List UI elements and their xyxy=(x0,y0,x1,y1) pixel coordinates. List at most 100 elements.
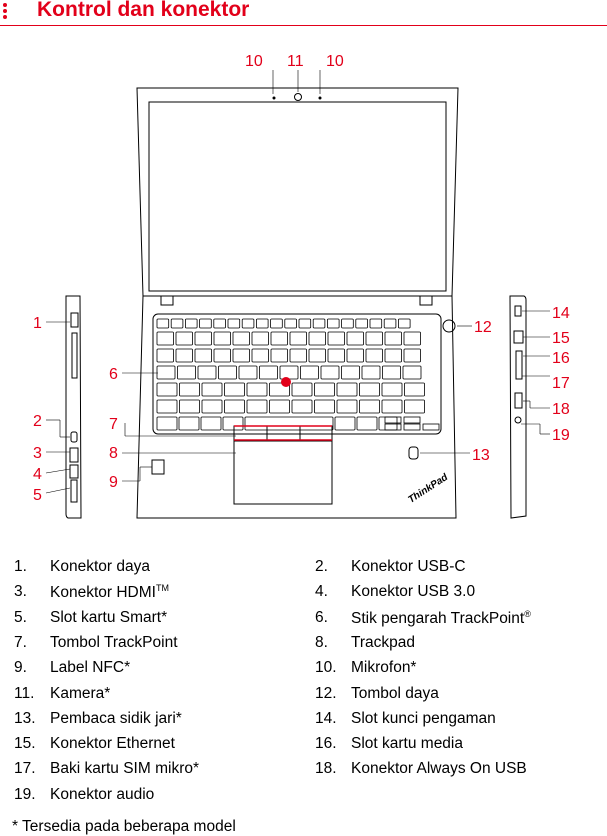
always-on-usb-port xyxy=(515,393,522,408)
legend-label: Trackpad xyxy=(351,634,415,652)
legend-number: 15. xyxy=(14,735,44,753)
legend-number: 5. xyxy=(14,609,44,627)
keyboard-key xyxy=(383,366,401,379)
legend-label: Konektor HDMITM xyxy=(50,583,169,602)
keyboard-key xyxy=(405,383,425,396)
arrow-key xyxy=(404,424,420,430)
keyboard-key xyxy=(347,332,364,345)
keyboard-key xyxy=(292,400,312,413)
keyboard-key xyxy=(252,349,269,362)
keyboard-key xyxy=(271,332,288,345)
legend-number: 19. xyxy=(14,786,44,804)
legend-number: 10. xyxy=(315,659,345,677)
keyboard-key xyxy=(185,319,197,328)
keyboard-key xyxy=(157,349,174,362)
legend-label: Konektor daya xyxy=(50,558,150,576)
media-card-slot xyxy=(516,351,522,379)
arrow-key xyxy=(385,417,401,423)
keyboard-key xyxy=(202,400,222,413)
trackpad xyxy=(234,441,332,504)
callout-6: 6 xyxy=(109,366,118,383)
keyboard-key xyxy=(337,400,357,413)
legend-label: Pembaca sidik jari* xyxy=(50,710,182,728)
arrow-key xyxy=(385,424,401,430)
keyboard-key xyxy=(356,319,368,328)
legend-number: 2. xyxy=(315,558,345,576)
callout-14: 14 xyxy=(552,305,570,322)
legend-number: 12. xyxy=(315,685,345,703)
keyboard-key xyxy=(195,332,212,345)
smart-card-slot xyxy=(71,480,77,502)
callout-5: 5 xyxy=(33,487,42,504)
microphone-left-icon xyxy=(273,97,275,99)
keyboard-key xyxy=(299,319,311,328)
keyboard-key xyxy=(157,417,177,430)
keyboard-key xyxy=(214,319,226,328)
callout-3: 3 xyxy=(33,445,42,462)
keyboard-key xyxy=(382,400,402,413)
legend-label: Konektor Ethernet xyxy=(50,735,175,753)
legend-number: 17. xyxy=(14,760,44,778)
camera-icon xyxy=(295,94,302,101)
legend-label: Konektor USB-C xyxy=(351,558,466,576)
hinge-right xyxy=(420,296,432,305)
keyboard-key xyxy=(357,417,377,430)
keyboard-key xyxy=(180,400,200,413)
legend-number: 7. xyxy=(14,634,44,652)
trackpoint-stick-icon xyxy=(281,377,291,387)
keyboard-key xyxy=(309,332,326,345)
keyboard-keys xyxy=(157,319,439,430)
keyboard-key xyxy=(285,319,297,328)
keyboard-key xyxy=(360,383,380,396)
keyboard-key xyxy=(157,332,174,345)
legend-label: Konektor audio xyxy=(50,786,154,804)
keyboard-key xyxy=(301,366,319,379)
callout-19: 19 xyxy=(552,427,570,444)
keyboard-key xyxy=(280,366,298,379)
legend-label: Mikrofon* xyxy=(351,659,416,677)
keyboard-key xyxy=(370,319,382,328)
legend-label: Slot kartu media xyxy=(351,735,463,753)
keyboard-key xyxy=(223,417,243,430)
keyboard-key xyxy=(309,349,326,362)
legend-number: 1. xyxy=(14,558,44,576)
keyboard-key xyxy=(366,332,383,345)
keyboard-key xyxy=(200,319,212,328)
keyboard-key xyxy=(256,319,268,328)
keyboard-key xyxy=(398,319,410,328)
keyboard-key xyxy=(315,400,335,413)
keyboard-key xyxy=(384,319,396,328)
ethernet-port xyxy=(514,331,523,343)
keyboard-key xyxy=(225,383,245,396)
right-side-profile xyxy=(510,296,526,518)
keyboard-key xyxy=(242,319,254,328)
legend-number: 16. xyxy=(315,735,345,753)
legend-number: 4. xyxy=(315,583,345,601)
audio-jack xyxy=(515,417,521,423)
legend-number: 13. xyxy=(14,710,44,728)
keyboard-key xyxy=(178,366,196,379)
section-header: Kontrol dan konektor xyxy=(0,0,607,26)
keyboard-key xyxy=(382,383,402,396)
keyboard-key xyxy=(366,349,383,362)
callout-17: 17 xyxy=(552,375,570,392)
trackpoint-buttons xyxy=(234,426,332,440)
legend-superscript: ® xyxy=(524,609,531,619)
keyboard-key xyxy=(337,383,357,396)
legend-number: 6. xyxy=(315,609,345,627)
usb-c-port xyxy=(71,432,77,442)
legend-number: 14. xyxy=(315,710,345,728)
keyboard-key xyxy=(214,349,231,362)
keyboard-key xyxy=(327,319,339,328)
keyboard-key xyxy=(247,400,267,413)
keyboard-key xyxy=(198,366,216,379)
callout-18: 18 xyxy=(552,401,570,418)
keyboard-key xyxy=(403,366,421,379)
keyboard-key xyxy=(290,349,307,362)
keyboard-key xyxy=(342,366,360,379)
laptop-base xyxy=(137,296,456,518)
keyboard-key xyxy=(247,383,267,396)
legend-label: Slot kunci pengaman xyxy=(351,710,496,728)
callout-10-right: 10 xyxy=(326,53,344,70)
keyboard-key xyxy=(404,332,421,345)
